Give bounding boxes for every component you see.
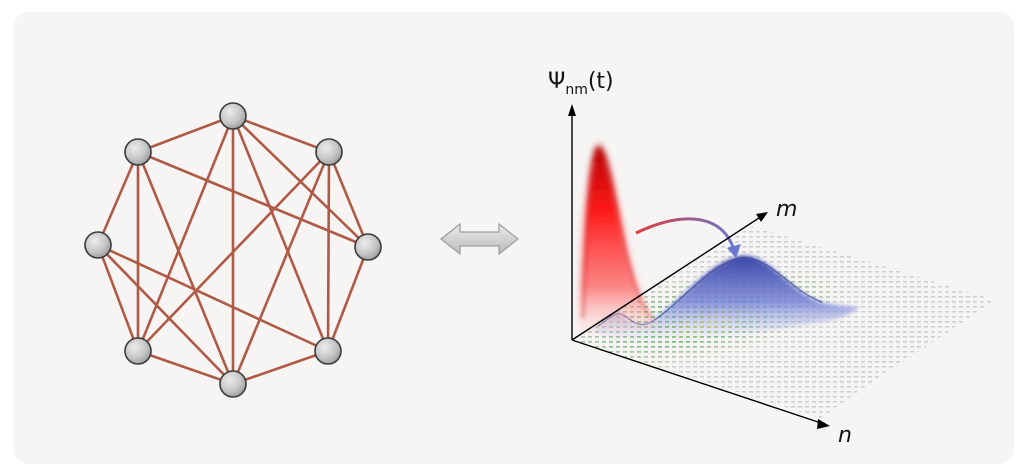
m-axis-label: m [776,197,797,222]
graph-edge [231,151,331,385]
y-axis-argument: (t) [588,69,614,94]
graph-edge [96,151,140,246]
y-axis-subscript: nm [565,82,588,98]
graph-edge [136,115,235,352]
y-axis-arrowhead [568,104,576,116]
wavefunction-plot: Ψnm(t) m n [548,69,995,448]
graph-edge [232,114,330,154]
plot-axes [571,112,825,425]
graph-edge [231,115,330,352]
y-axis-symbol: Ψ [548,69,565,94]
graph-node-top [219,102,247,130]
graph-edges [96,114,370,386]
y-axis-label: Ψnm(t) [548,69,614,98]
graph-node-bottom [219,370,247,398]
graph-node-upper-left [124,138,152,166]
graph-edge [326,151,331,352]
graph-nodes [84,102,382,398]
graph-node-left [84,231,112,259]
transition-arrow-icon [635,217,741,258]
double-arrow-icon [440,222,519,256]
graph-node-upper-right [315,138,343,166]
m-axis-arrowhead [756,212,768,222]
graph-edge [97,244,234,385]
graph-edge [97,243,329,353]
graph-edge [232,349,329,386]
graph-edge [137,114,234,154]
graph-node-lower-right [314,337,342,365]
n-axis-label: n [838,423,852,448]
graph-edge [327,151,370,248]
graph-edge [326,246,370,352]
graph-edge [136,151,235,385]
graph-edge [137,349,234,386]
network-graph [84,102,382,398]
initial-wavepacket [578,144,660,335]
graph-edge [96,244,140,352]
n-axis-arrowhead [817,419,830,429]
graph-node-lower-left [124,337,152,365]
graph-node-right [354,233,382,261]
